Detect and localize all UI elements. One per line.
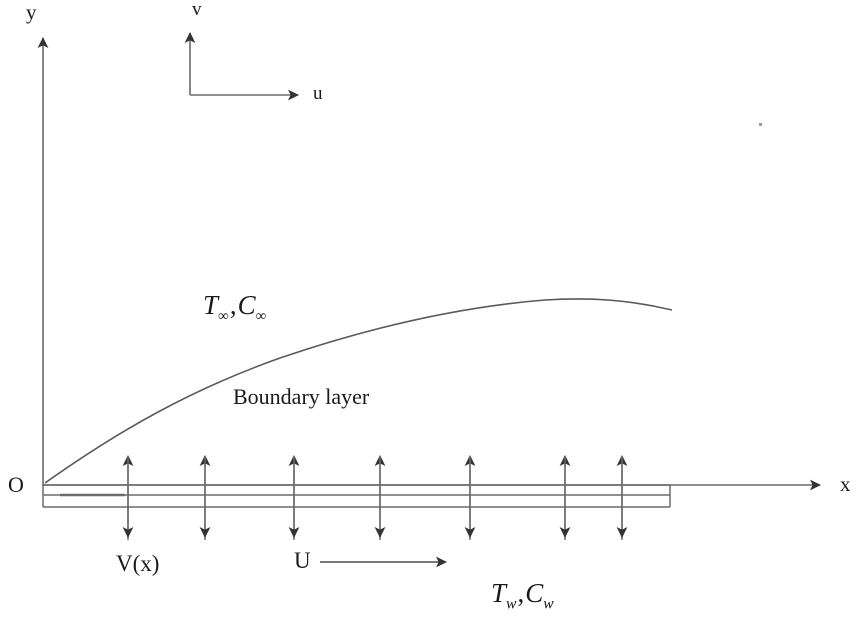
free-stream-comma: , (229, 290, 237, 320)
wall-temperature-subscript: w (506, 595, 517, 613)
wall-concentration-symbol: C (525, 578, 544, 608)
origin-label: O (8, 472, 24, 497)
free-stream-concentration-subscript: ∞ (255, 308, 267, 325)
flat-plate (42, 484, 671, 508)
suction-injection-arrows (122, 455, 628, 540)
free-stream-temperature-symbol: T (203, 290, 219, 320)
free-stream-temperature-subscript: ∞ (218, 308, 229, 325)
free-stream-velocity-label: U (294, 548, 311, 573)
u-component-label: u (313, 83, 323, 104)
boundary-layer-curve (44, 298, 673, 484)
speck-artifact (759, 123, 762, 126)
free-stream-concentration-symbol: C (237, 290, 256, 320)
y-axis-label: y (26, 0, 37, 24)
x-axis-label: x (840, 472, 851, 496)
wall-concentration-subscript: w (543, 595, 554, 613)
velocity-component-key (184, 32, 299, 101)
suction-velocity-label: V(x) (116, 551, 160, 576)
wall-temperature-symbol: T (491, 578, 507, 608)
free-stream-conditions-label: T∞,C∞ (203, 292, 266, 325)
wall-comma: , (517, 578, 525, 608)
wall-conditions-label: Tw,Cw (491, 580, 554, 612)
boundary-layer-edge (44, 298, 673, 484)
v-component-label: v (192, 0, 202, 20)
boundary-layer-label: Boundary layer (233, 384, 370, 409)
